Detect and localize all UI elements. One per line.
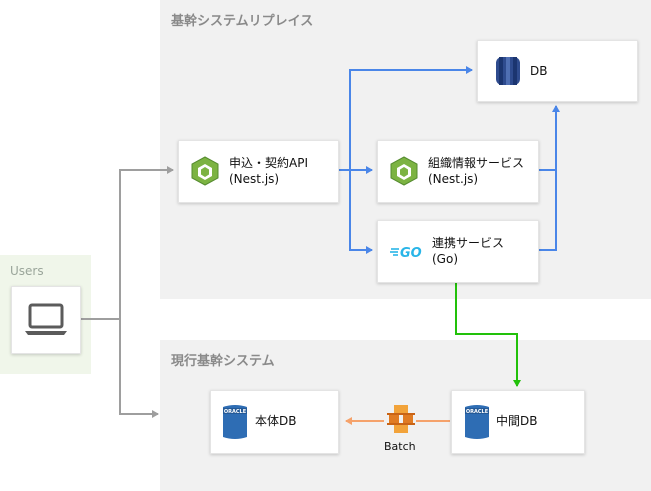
db-label: DB — [530, 64, 548, 78]
edge-users-to-current — [119, 319, 159, 418]
edge-org-to-db — [538, 105, 560, 171]
apply-api-label-line1: 申込・契約API — [229, 156, 308, 170]
go-logo-icon: GO — [390, 246, 422, 261]
edge-link-to-middb — [455, 281, 521, 387]
laptop-icon — [25, 303, 67, 335]
nodejs-hexagon-icon — [191, 156, 219, 186]
users-label: Users — [10, 264, 44, 278]
org-service-node[interactable]: 組織情報サービス (Nest.js) — [377, 140, 539, 203]
org-service-label-line1: 組織情報サービス — [428, 156, 525, 170]
link-service-node[interactable]: GO 連携サービス (Go) — [377, 220, 539, 283]
svg-text:ORACLE: ORACLE — [224, 409, 247, 415]
oracle-database-icon: ORACLE — [465, 405, 489, 439]
current-system-title: 現行基幹システム — [171, 354, 275, 369]
link-service-label-line2: (Go) — [432, 252, 459, 266]
mid-db-node[interactable]: ORACLE 中間DB — [451, 390, 585, 454]
nodejs-hexagon-icon — [390, 156, 418, 186]
org-service-label: 組織情報サービス (Nest.js) — [428, 155, 524, 187]
apply-api-label-line2: (Nest.js) — [229, 172, 280, 186]
svg-text:ORACLE: ORACLE — [466, 409, 489, 415]
oracle-database-icon: ORACLE — [223, 405, 247, 439]
aws-database-icon — [496, 57, 520, 85]
link-service-label: 連携サービス (Go) — [432, 235, 504, 267]
edge-link-to-db — [538, 170, 557, 251]
db-node[interactable]: DB — [477, 40, 638, 102]
mid-db-label: 中間DB — [496, 414, 538, 428]
apply-api-node[interactable]: 申込・契約API (Nest.js) — [178, 140, 339, 203]
org-service-label-line2: (Nest.js) — [428, 172, 479, 186]
svg-text:GO: GO — [400, 246, 422, 261]
apply-api-label: 申込・契約API (Nest.js) — [229, 155, 308, 187]
main-db-label: 本体DB — [255, 414, 297, 428]
aws-batch-icon[interactable] — [386, 404, 416, 438]
users-laptop-node[interactable] — [11, 286, 81, 354]
main-db-node[interactable]: ORACLE 本体DB — [210, 390, 339, 454]
replace-system-title: 基幹システムリプレイス — [171, 14, 314, 29]
batch-label: Batch — [384, 440, 416, 453]
edge-apply-to-link — [349, 170, 373, 254]
edge-users-to-apply — [80, 166, 174, 320]
link-service-label-line1: 連携サービス — [432, 236, 505, 250]
